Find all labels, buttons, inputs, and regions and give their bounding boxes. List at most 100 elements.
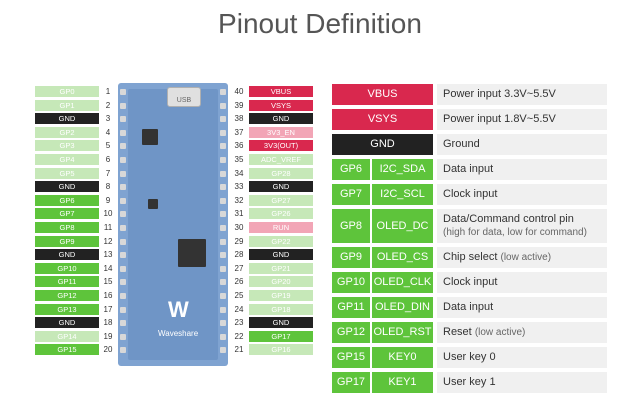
pin-label: GND <box>249 317 313 329</box>
pin-number: 28 <box>232 249 246 261</box>
description-text: Power input 3.3V~5.5V <box>443 88 556 100</box>
description-text: Clock input <box>443 276 498 288</box>
pin-label: GP9 <box>35 235 99 247</box>
pin-label: GND <box>35 317 99 329</box>
pin-pad <box>120 89 126 95</box>
pin-label: RUN <box>249 222 313 233</box>
pin-pad <box>120 211 126 218</box>
definition-function: OLED_CS <box>372 247 433 268</box>
pin-number: 24 <box>232 303 246 315</box>
description-note: (high for data, low for command) <box>443 227 587 238</box>
pin-pad <box>220 129 226 136</box>
pin-number: 18 <box>101 317 115 329</box>
pin-label: GP26 <box>249 208 313 220</box>
pin-label: GP7 <box>35 208 99 220</box>
pin-label: GP1 <box>35 99 99 111</box>
pin-number: 33 <box>232 181 246 193</box>
definition-description: User key 1 <box>437 372 607 393</box>
definition-pin: VSYS <box>332 109 433 130</box>
definition-gpio: GP11 <box>332 297 370 318</box>
pin-label: GND <box>35 249 99 261</box>
definition-function: I2C_SDA <box>372 159 433 180</box>
definition-description: Data input <box>437 159 607 180</box>
pin-label: GND <box>249 249 313 261</box>
pin-pad <box>120 347 126 354</box>
pin-number: 4 <box>101 126 115 138</box>
pin-number: 9 <box>101 194 115 206</box>
pin-label: GP10 <box>35 262 99 274</box>
pin-label: GND <box>249 113 313 125</box>
definition-function: KEY1 <box>372 372 433 393</box>
pin-pad <box>220 293 226 299</box>
pin-pad <box>120 333 126 340</box>
definition-description: User key 0 <box>437 347 607 368</box>
definition-description: Reset (low active) <box>437 322 607 343</box>
usb-connector: USB <box>167 87 201 107</box>
pin-pad <box>120 306 126 313</box>
board-surface: USB W Waveshare <box>128 87 218 360</box>
pin-number: 31 <box>232 208 246 220</box>
pin-number: 26 <box>232 276 246 288</box>
pin-number: 29 <box>232 235 246 247</box>
pin-pad <box>120 102 126 109</box>
definition-function: OLED_CLK <box>372 272 433 293</box>
definition-row: VBUS Power input 3.3V~5.5V <box>0 84 640 105</box>
pin-number: 40 <box>232 86 246 97</box>
pin-pad <box>120 320 126 327</box>
definition-description: Ground <box>437 134 607 155</box>
definition-gpio: GP10 <box>332 272 370 293</box>
definition-description: Data input <box>437 297 607 318</box>
definition-description: Clock input <box>437 184 607 205</box>
description-text: Clock input <box>443 188 498 200</box>
pin-label: GP13 <box>35 303 99 315</box>
description-text: Ground <box>443 138 480 150</box>
pin-number: 25 <box>232 290 246 301</box>
definition-gpio: GP17 <box>332 372 370 393</box>
pin-label: GP16 <box>249 344 313 356</box>
definition-description: Power input 3.3V~5.5V <box>437 84 607 105</box>
pin-number: 15 <box>101 276 115 288</box>
definition-function: OLED_DIN <box>372 297 433 318</box>
pin-number: 10 <box>101 208 115 220</box>
pin-number: 1 <box>101 86 115 97</box>
pin-label: GP28 <box>249 167 313 179</box>
pin-number: 23 <box>232 317 246 329</box>
pin-number: 13 <box>101 249 115 261</box>
pin-number: 2 <box>101 99 115 111</box>
description-text: Power input 1.8V~5.5V <box>443 113 556 125</box>
pin-label: GP12 <box>35 290 99 301</box>
pin-number: 8 <box>101 181 115 193</box>
pin-number: 17 <box>101 303 115 315</box>
definition-description: Data/Command control pin(high for data, … <box>437 209 607 243</box>
pin-number: 19 <box>101 330 115 342</box>
definition-description: Power input 1.8V~5.5V <box>437 109 607 130</box>
pin-pad <box>220 170 226 177</box>
pin-number: 27 <box>232 262 246 274</box>
description-text: Data input <box>443 301 494 313</box>
pin-label: GP15 <box>35 344 99 356</box>
pin-label: 3V3(OUT) <box>249 140 313 152</box>
pin-number: 3 <box>101 113 115 125</box>
pin-pad <box>120 225 126 231</box>
pin-pad <box>220 197 226 204</box>
pin-label: GND <box>249 181 313 193</box>
pin-label: VBUS <box>249 86 313 97</box>
pin-pad <box>120 143 126 150</box>
pin-label: ADC_VREF <box>249 154 313 165</box>
board-brand: Waveshare <box>158 329 199 338</box>
pin-pad <box>120 265 126 272</box>
pin-pad <box>220 116 226 123</box>
waveshare-logo-icon: W <box>168 297 189 322</box>
definition-description: Chip select (low active) <box>437 247 607 268</box>
pin-label: GP18 <box>249 303 313 315</box>
pin-label: GP17 <box>249 330 313 342</box>
pin-number: 7 <box>101 167 115 179</box>
definition-gpio: GP15 <box>332 347 370 368</box>
pin-pad <box>220 143 226 150</box>
